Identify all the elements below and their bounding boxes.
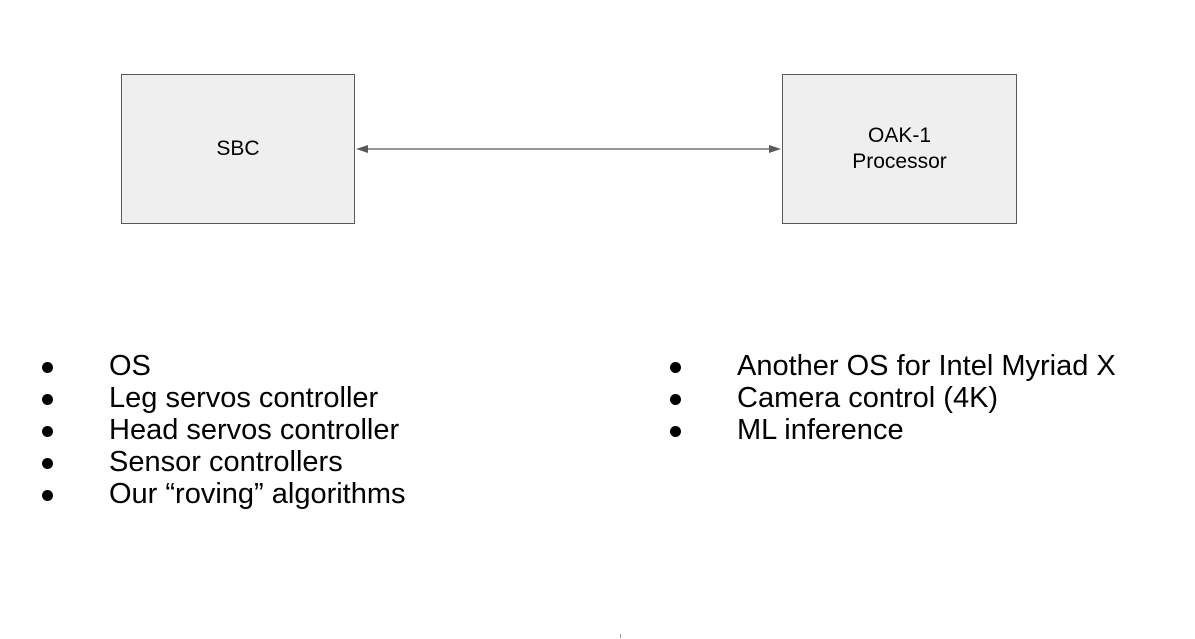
list-item-text: Our “roving” algorithms: [109, 478, 406, 510]
list-item-text: Sensor controllers: [109, 446, 343, 478]
sbc-responsibilities-list: OS Leg servos controller Head servos con…: [27, 350, 406, 510]
oak-processor-box: OAK-1 Processor: [782, 74, 1017, 224]
list-item: Another OS for Intel Myriad X: [655, 350, 1116, 382]
list-item: Camera control (4K): [655, 382, 1116, 414]
bullet-icon: [42, 490, 53, 501]
oak-processor-box-label: OAK-1 Processor: [852, 124, 947, 173]
bullet-icon: [670, 394, 681, 405]
list-item: Sensor controllers: [27, 446, 406, 478]
left-arrowhead-icon: [356, 145, 368, 153]
right-arrowhead-icon: [769, 145, 781, 153]
list-item-text: Camera control (4K): [737, 382, 999, 414]
list-item-text: Another OS for Intel Myriad X: [737, 350, 1116, 382]
list-item: OS: [27, 350, 406, 382]
bullet-icon: [42, 394, 53, 405]
list-item-text: Head servos controller: [109, 414, 400, 446]
sbc-box-label: SBC: [216, 137, 260, 160]
list-item: ML inference: [655, 414, 1116, 446]
bullet-icon: [670, 362, 681, 373]
bullet-icon: [42, 362, 53, 373]
bullet-icon: [42, 426, 53, 437]
bullet-icon: [670, 426, 681, 437]
list-item-text: OS: [109, 350, 151, 382]
bullet-icon: [42, 458, 53, 469]
list-item: Leg servos controller: [27, 382, 406, 414]
slide-marker: [620, 634, 621, 638]
sbc-box: SBC: [121, 74, 355, 224]
list-item: Head servos controller: [27, 414, 406, 446]
oak-responsibilities-list: Another OS for Intel Myriad X Camera con…: [655, 350, 1116, 446]
list-item-text: Leg servos controller: [109, 382, 379, 414]
list-item-text: ML inference: [737, 414, 904, 446]
list-item: Our “roving” algorithms: [27, 478, 406, 510]
